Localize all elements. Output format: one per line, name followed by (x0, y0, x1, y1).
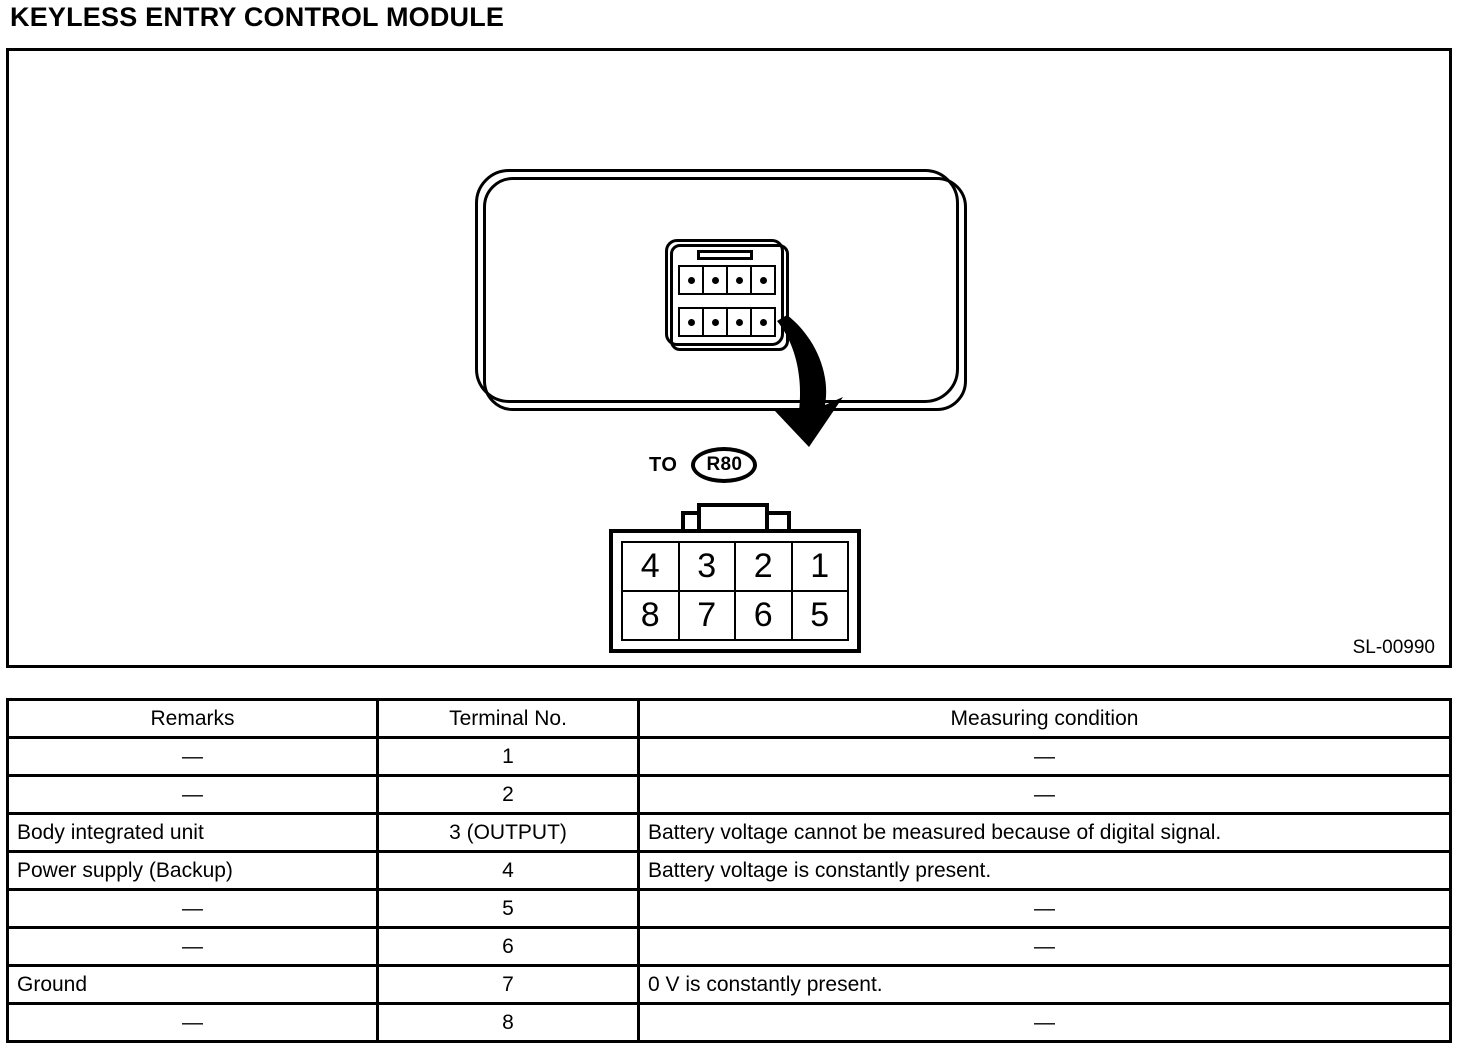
cell-terminal-row-6: 6 (376, 926, 640, 967)
column-header-terminal: Terminal No. (376, 698, 640, 739)
to-word: TO (649, 453, 678, 476)
pin-number-2: 2 (736, 543, 793, 590)
cell-terminal-row-5: 5 (376, 888, 640, 929)
connector-latch-tab-icon (697, 250, 753, 260)
pinout-connector-diagram: 4 3 2 1 8 7 6 5 (609, 503, 861, 653)
table-row: —8— (6, 1002, 1452, 1043)
control-module-housing (475, 169, 967, 411)
column-header-condition: Measuring condition (637, 698, 1452, 739)
cell-remarks-row-6: — (6, 926, 379, 967)
cell-terminal-row-7: 7 (376, 964, 640, 1005)
cell-remarks-row-4: Power supply (Backup) (6, 850, 379, 891)
column-header-remarks: Remarks (6, 698, 379, 739)
pin-number-1: 1 (810, 546, 830, 585)
connector-shell-inner (670, 244, 789, 351)
pin-dot-icon (728, 309, 752, 335)
cell-condition-row-8: — (637, 1002, 1452, 1043)
cell-condition-row-7: 0 V is constantly present. (637, 964, 1452, 1005)
terminal-measuring-table: Remarks Terminal No. Measuring condition… (6, 698, 1452, 1043)
cell-remarks-row-7: Ground (6, 964, 379, 1005)
pin-number-6: 6 (736, 592, 793, 639)
cell-terminal-row-2: 2 (376, 774, 640, 815)
cell-condition-row-5: — (637, 888, 1452, 929)
table-header-row: Remarks Terminal No. Measuring condition (6, 698, 1452, 739)
cell-condition-row-3: Battery voltage cannot be measured becau… (637, 812, 1452, 853)
pin-dot-icon (704, 309, 728, 335)
pin-dot-icon (752, 267, 774, 293)
pin-dot-icon (728, 267, 752, 293)
reference-oval-r80: R80 (691, 447, 758, 483)
table-row: —6— (6, 926, 1452, 967)
pinout-latch-tab-icon (697, 503, 769, 533)
pin-dot-icon (680, 267, 704, 293)
to-reference-label: TO R80 (649, 447, 758, 483)
cell-condition-row-1: — (637, 736, 1452, 777)
pinout-outer-frame (609, 529, 861, 653)
pin-number-3: 3 (680, 543, 736, 590)
pin-dot-icon (752, 309, 774, 335)
cell-remarks-row-3: Body integrated unit (6, 812, 379, 853)
module-shell-inner (483, 177, 967, 411)
pin-number-8: 8 (623, 592, 680, 639)
module-shell-outer (475, 169, 959, 403)
pinout-number-grid: 4 3 2 1 8 7 6 5 (621, 541, 849, 641)
cell-condition-row-4: Battery voltage is constantly present. (637, 850, 1452, 891)
cell-remarks-row-8: — (6, 1002, 379, 1043)
cell-remarks-row-1: — (6, 736, 379, 777)
cell-remarks-row-5: — (6, 888, 379, 929)
pinout-row-bottom: 8 7 6 5 (621, 590, 849, 641)
cell-terminal-row-3: 3 (OUTPUT) (376, 812, 640, 853)
table-row: —5— (6, 888, 1452, 929)
cell-remarks-row-2: — (6, 774, 379, 815)
pin-dot-icon (680, 309, 704, 335)
pin-number-5: 5 (810, 595, 830, 634)
pinout-row-top: 4 3 2 1 (621, 541, 849, 590)
cell-condition-row-2: — (637, 774, 1452, 815)
figure-reference-code: SL-00990 (1352, 637, 1435, 658)
page-title: KEYLESS ENTRY CONTROL MODULE (10, 2, 505, 32)
connector-shell-outer (665, 239, 784, 346)
figure-panel: TO R80 4 3 2 1 8 7 6 5 SL-00990 (6, 48, 1452, 668)
curved-arrow-icon (775, 315, 843, 447)
connector-pin-grid (678, 265, 776, 337)
cell-terminal-row-1: 1 (376, 736, 640, 777)
cell-condition-row-6: — (637, 926, 1452, 967)
table-row: —1— (6, 736, 1452, 777)
connector-pin-row-top (678, 265, 776, 295)
cell-terminal-row-8: 8 (376, 1002, 640, 1043)
module-connector-face (665, 239, 789, 351)
cell-terminal-row-4: 4 (376, 850, 640, 891)
pin-number-4: 4 (623, 543, 680, 590)
pin-dot-icon (704, 267, 728, 293)
pin-number-7: 7 (680, 592, 736, 639)
table-row: —2— (6, 774, 1452, 815)
connector-pin-row-bottom (678, 307, 776, 337)
